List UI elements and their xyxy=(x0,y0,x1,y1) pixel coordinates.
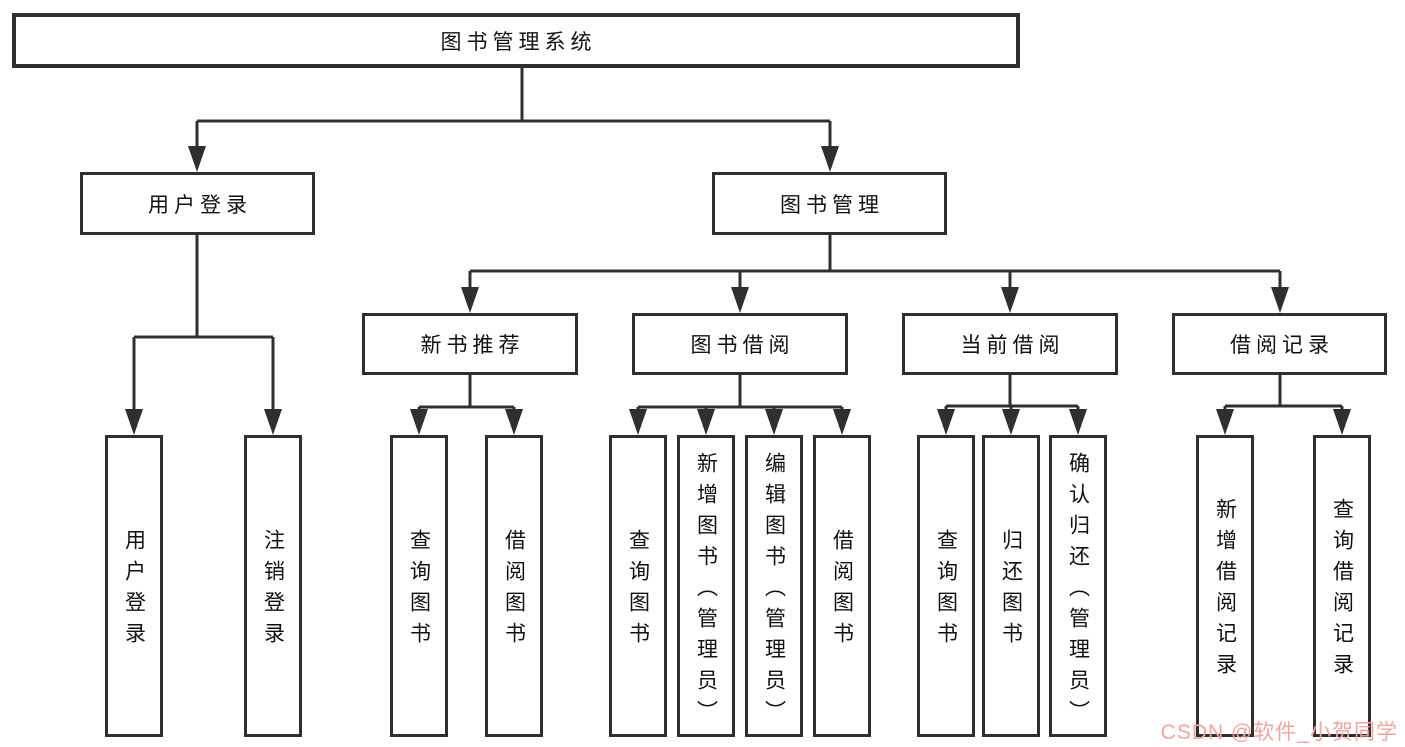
connector-book-borrow xyxy=(636,375,844,413)
csdn-watermark: CSDN @软件_小贺同学 xyxy=(1160,721,1398,744)
leaf-logout-label: 注销登录 xyxy=(261,529,285,653)
arrowhead xyxy=(1002,409,1020,435)
leaf-borrow-books: 借阅图书 xyxy=(813,435,871,737)
connector-root xyxy=(195,68,832,150)
leaf-borrow-books-recommend: 借阅图书 xyxy=(485,435,543,737)
leaf-query-books-current: 查询图书 xyxy=(917,435,975,737)
arrowhead xyxy=(697,409,715,435)
arrowhead xyxy=(821,146,839,172)
arrowhead xyxy=(125,409,143,435)
arrowhead xyxy=(629,409,647,435)
leaf-confirm-return-admin: 确认归还（管理员） xyxy=(1049,435,1107,737)
arrowhead xyxy=(731,287,749,313)
connector-user-login xyxy=(132,235,275,413)
leaf-query-books-recommend: 查询图书 xyxy=(390,435,448,737)
node-user-login: 用户登录 xyxy=(80,172,315,235)
arrowhead xyxy=(765,409,783,435)
leaf-user-login-label: 用户登录 xyxy=(122,529,146,653)
leaf-query-books-recommend-label: 查询图书 xyxy=(407,529,431,653)
leaf-query-books-current-label: 查询图书 xyxy=(934,529,958,653)
node-new-book-recommend-label: 新书推荐 xyxy=(420,334,525,357)
leaf-confirm-return-admin-label: 确认归还（管理员） xyxy=(1066,451,1090,731)
arrowhead xyxy=(1069,409,1087,435)
leaf-query-books-borrow: 查询图书 xyxy=(609,435,667,737)
leaf-edit-book-admin-label: 编辑图书（管理员） xyxy=(762,451,786,731)
node-new-book-recommend: 新书推荐 xyxy=(362,313,578,375)
node-current-borrow-label: 当前借阅 xyxy=(960,334,1065,357)
arrowhead xyxy=(1333,409,1351,435)
connector-book-management xyxy=(468,235,1282,291)
arrowhead xyxy=(1216,409,1234,435)
node-borrow-records: 借阅记录 xyxy=(1172,313,1387,375)
connector-new-book-recommend xyxy=(417,375,516,413)
arrowhead xyxy=(833,409,851,435)
node-book-management: 图书管理 xyxy=(712,172,947,235)
arrowhead xyxy=(410,409,428,435)
arrowhead xyxy=(937,409,955,435)
node-book-management-label: 图书管理 xyxy=(780,193,884,217)
leaf-query-borrow-record: 查询借阅记录 xyxy=(1313,435,1371,737)
arrowhead xyxy=(505,409,523,435)
arrowhead xyxy=(461,287,479,313)
leaf-query-borrow-record-label: 查询借阅记录 xyxy=(1330,498,1354,684)
leaf-query-books-borrow-label: 查询图书 xyxy=(626,529,650,653)
arrowhead xyxy=(188,146,206,172)
arrowhead xyxy=(1271,287,1289,313)
connector-current-borrow xyxy=(944,375,1080,413)
node-root: 图书管理系统 xyxy=(12,13,1020,68)
leaf-edit-book-admin: 编辑图书（管理员） xyxy=(745,435,803,737)
leaf-logout: 注销登录 xyxy=(244,435,302,737)
leaf-return-book-label: 归还图书 xyxy=(999,529,1023,653)
arrowhead xyxy=(1001,287,1019,313)
leaf-user-login: 用户登录 xyxy=(105,435,163,737)
leaf-add-borrow-record: 新增借阅记录 xyxy=(1196,435,1254,737)
node-user-login-label: 用户登录 xyxy=(148,193,252,217)
arrowhead xyxy=(264,409,282,435)
leaf-add-borrow-record-label: 新增借阅记录 xyxy=(1213,498,1237,684)
node-book-borrow: 图书借阅 xyxy=(632,313,848,375)
leaf-return-book: 归还图书 xyxy=(982,435,1040,737)
node-borrow-records-label: 借阅记录 xyxy=(1230,334,1334,357)
leaf-borrow-books-recommend-label: 借阅图书 xyxy=(502,529,526,653)
leaf-borrow-books-label: 借阅图书 xyxy=(830,529,854,653)
node-book-borrow-label: 图书借阅 xyxy=(690,334,795,357)
leaf-add-book-admin-label: 新增图书（管理员） xyxy=(694,451,718,731)
node-root-label: 图书管理系统 xyxy=(440,30,597,54)
leaf-add-book-admin: 新增图书（管理员） xyxy=(677,435,735,737)
node-current-borrow: 当前借阅 xyxy=(902,313,1118,375)
connector-borrow-records xyxy=(1223,375,1344,413)
